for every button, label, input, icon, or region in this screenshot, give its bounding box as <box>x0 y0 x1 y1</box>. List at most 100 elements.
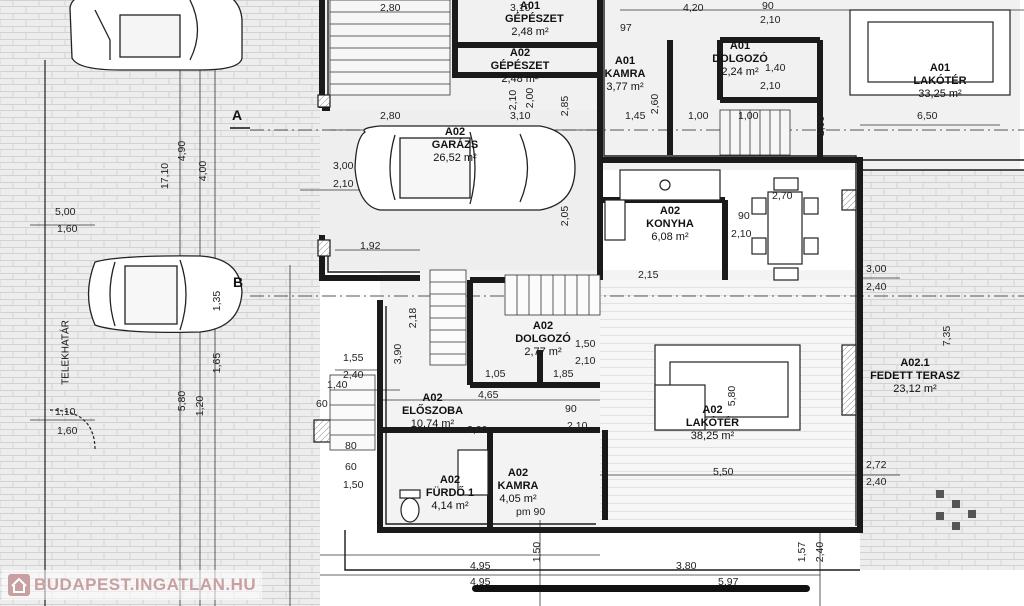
dim-label: 4,95 <box>470 560 491 572</box>
dim-label: 2,85 <box>559 95 572 117</box>
dim-label: 90 <box>738 210 750 222</box>
dim-label: 2,15 <box>638 269 659 281</box>
dim-label: 97 <box>620 22 632 34</box>
room-area: 2,48 m² <box>511 26 549 38</box>
dim-label: 3,10 <box>510 2 531 14</box>
room-label-a02-kamra: A02 KAMRA 4,05 m² <box>493 467 543 506</box>
dim-label: 1,00 <box>815 115 828 137</box>
dim-label: 2,70 <box>772 190 793 202</box>
room-name: A02 ELŐSZOBA <box>401 392 464 417</box>
dim-label: 2,60 <box>649 93 662 115</box>
dim-label: 5,80 <box>176 390 189 412</box>
dim-label: 6,50 <box>917 110 938 122</box>
dim-label: 1,50 <box>343 479 364 491</box>
dim-label: 17,10 <box>159 162 172 190</box>
room-name: A01 GÉPÉSZET <box>505 0 564 25</box>
room-area: 38,25 m² <box>690 430 735 442</box>
dim-label: 7,35 <box>941 325 954 347</box>
room-label-a02-gepeszet: A02 GÉPÉSZET 2,48 m² <box>485 47 555 86</box>
dim-label: 3,90 <box>392 343 405 365</box>
dim-label: 1,92 <box>360 240 381 252</box>
room-area: 10,74 m² <box>410 418 455 430</box>
dim-label: 1,10 <box>55 406 76 418</box>
sofa-a02 <box>654 344 801 431</box>
room-name: A02 GARÁZS <box>431 126 479 151</box>
room-label-a01-gepeszet: A01 GÉPÉSZET 2,48 m² <box>505 0 564 39</box>
dim-label: 2,80 <box>380 2 401 14</box>
scroll-indicator[interactable] <box>472 585 810 592</box>
room-name: A02.1 FEDETT TERASZ <box>870 357 960 382</box>
room-area: 2,24 m² <box>721 66 759 78</box>
room-name: A02 KAMRA <box>497 467 539 492</box>
dim-label: 2,80 <box>380 110 401 122</box>
room-area: 26,52 m² <box>433 152 477 164</box>
car-bottom-left <box>87 255 243 334</box>
dim-label: 1,50 <box>531 541 544 563</box>
room-area: 2,48 m² <box>501 73 539 85</box>
dim-label: 1,20 <box>194 395 207 417</box>
room-label-a02-furdo: A02 FÜRDŐ 1 4,14 m² <box>415 474 485 513</box>
room-label-a02-garazs: A02 GARÁZS 26,52 m² <box>420 126 490 165</box>
dim-label: 1,55 <box>343 352 364 364</box>
house-logo-icon <box>8 574 30 596</box>
dim-label: 3,00 <box>333 160 354 172</box>
room-label-a01-dolgozo: A01 DOLGOZÓ 2,24 m² <box>705 40 775 79</box>
dim-label: 1,00 <box>688 110 709 122</box>
thin-walls <box>327 0 1024 571</box>
room-area: 3,77 m² <box>606 81 644 93</box>
dim-label: 1,45 <box>625 110 646 122</box>
dim-label: 80 <box>345 440 357 452</box>
staircase <box>329 0 791 366</box>
sofa-a01 <box>849 9 1011 96</box>
dim-label: 2,72 <box>866 459 887 471</box>
room-name: A01 LAKÓTÉR <box>913 62 967 87</box>
dim-label: 2,10 <box>760 14 781 26</box>
watermark-text: BUDAPEST.INGATLAN.HU <box>34 575 257 594</box>
dim-label: 90 <box>565 403 577 415</box>
telekhatar-label: TELEKHATÁR <box>60 320 72 385</box>
dim-label: 4,00 <box>197 160 210 182</box>
room-name: A02 GÉPÉSZET <box>490 47 550 72</box>
dim-label: 2,10 <box>731 228 752 240</box>
dim-label: 4,65 <box>478 389 499 401</box>
entrance-steps <box>329 374 376 451</box>
dining-table <box>751 177 819 281</box>
dim-label: 3,00 <box>866 263 887 275</box>
room-area: 4,14 m² <box>431 500 469 512</box>
room-area: 4,05 m² <box>499 493 537 505</box>
dim-label: 4,20 <box>683 2 704 14</box>
axis-label-a: A <box>232 107 243 123</box>
dim-label: 60 <box>316 398 328 410</box>
dim-label: 4,90 <box>176 140 189 162</box>
dim-label: 2,10 <box>575 355 596 367</box>
kitchen-counter <box>604 169 721 241</box>
dim-label: 1,40 <box>765 62 786 74</box>
dim-label: 3,80 <box>676 560 697 572</box>
room-name: A01 DOLGOZÓ <box>712 40 768 65</box>
room-name: A02 FÜRDŐ 1 <box>425 474 475 499</box>
dim-label: 2,40 <box>343 369 364 381</box>
property-line <box>44 60 96 606</box>
bathroom-fixtures <box>399 449 489 523</box>
dim-label: 2,10 <box>507 89 520 111</box>
dim-label: 2,10 <box>760 80 781 92</box>
dim-label: 1,05 <box>485 368 506 380</box>
dim-label: 2,40 <box>814 541 827 563</box>
room-label-a02-lakoter: A02 LAKÓTÉR 38,25 m² <box>675 404 750 443</box>
room-label-a02-eloszoba: A02 ELŐSZOBA 10,74 m² <box>395 392 470 431</box>
dim-label: pm 90 <box>516 506 546 518</box>
dim-label: 2,40 <box>866 281 887 293</box>
dim-label: 60 <box>345 461 357 473</box>
dim-label: 1,60 <box>57 425 78 437</box>
room-area: 2,77 m² <box>524 346 562 358</box>
dim-label: 5,80 <box>726 385 739 407</box>
room-label-a02-dolgozo: A02 DOLGOZÓ 2,77 m² <box>508 320 578 359</box>
room-label-a01-lakoter: A01 LAKÓTÉR 33,25 m² <box>905 62 975 101</box>
watermark: BUDAPEST.INGATLAN.HU <box>2 570 263 600</box>
room-name: A02 KONYHA <box>646 205 694 230</box>
dim-label: 1,35 <box>211 290 224 312</box>
dim-label: 2,10 <box>567 420 588 432</box>
dim-label: 1,60 <box>57 223 78 235</box>
room-area: 23,12 m² <box>893 383 937 395</box>
